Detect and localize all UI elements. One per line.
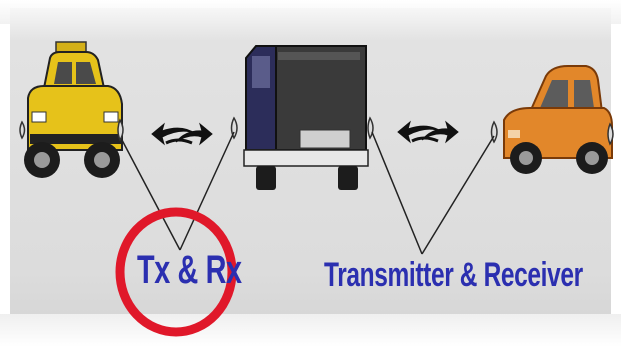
taxi-icon — [24, 42, 122, 178]
signal-wave-icon — [152, 124, 212, 144]
orange-car-icon — [504, 66, 612, 174]
truck-icon — [244, 46, 368, 190]
signal-wave-icon — [398, 122, 458, 142]
tx-rx-label: Tx & Rx — [137, 248, 242, 293]
pointer-line-truck-sensor — [180, 132, 234, 250]
transmitter-receiver-label: Transmitter & Receiver — [324, 256, 583, 295]
pointer-line-truck-rear-sensor — [372, 132, 422, 254]
pointer-line-car-sensor — [422, 136, 494, 254]
